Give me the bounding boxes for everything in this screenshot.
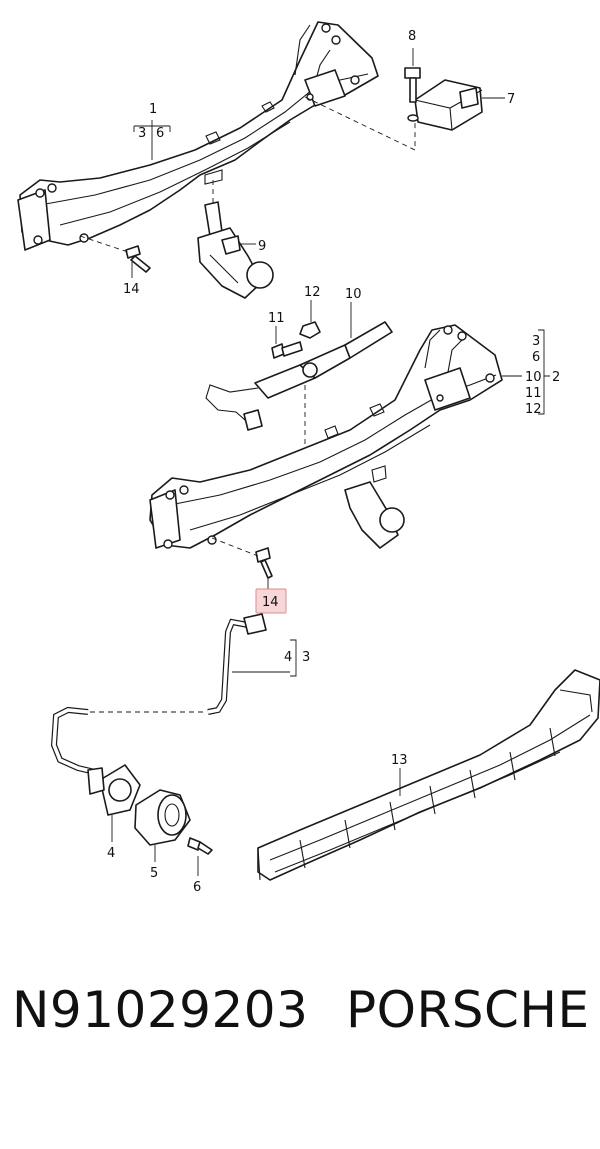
brand-name: PORSCHE (346, 981, 590, 1039)
callout-3-sub-4: 4 (284, 650, 292, 665)
part-number: N91029203 (12, 981, 309, 1039)
callout-4: 4 (107, 846, 115, 861)
bolt-14-middle (255, 547, 273, 579)
gas-strut-10 (254, 321, 393, 399)
highlight-box (255, 588, 287, 614)
callout-6: 6 (193, 880, 201, 895)
callout-13: 13 (391, 753, 408, 768)
callout-2: 2 (552, 370, 560, 385)
crossmember-middle (149, 324, 503, 549)
callout-1: 1 (149, 102, 157, 117)
tow-ball-9 (197, 201, 274, 299)
socket-plate-4 (87, 764, 141, 816)
callout-1-sub-a: 3 (138, 126, 146, 141)
socket-5 (134, 789, 191, 846)
callout-9: 9 (258, 239, 266, 254)
parts-diagram: 1 3 6 14 7 8 9 10 (17, 21, 600, 895)
callout-11: 11 (268, 311, 285, 326)
impact-absorber-13 (257, 669, 600, 881)
callout-3: 3 (302, 650, 310, 665)
bolt-14-top (125, 245, 151, 273)
callout-2-sub-11: 11 (525, 386, 542, 401)
control-module-7 (414, 79, 483, 131)
callout-1-sub-b: 6 (156, 126, 164, 141)
bolt-11 (271, 341, 303, 359)
crossmember-top (17, 21, 379, 251)
callout-2-sub-6: 6 (532, 350, 540, 365)
callout-5: 5 (150, 866, 158, 881)
screw-6 (187, 837, 213, 855)
callout-14-highlight: 14 (262, 595, 279, 610)
callout-7: 7 (507, 92, 515, 107)
footer: N91029203 PORSCHE (0, 975, 600, 1065)
nut-12 (299, 321, 321, 339)
callout-2-sub-3: 3 (532, 334, 540, 349)
callout-10: 10 (345, 287, 362, 302)
callout-2-sub-10: 10 (525, 370, 542, 385)
wiring-harness-3 (50, 613, 267, 775)
tow-ball-integrated (344, 481, 405, 549)
callout-12: 12 (304, 285, 321, 300)
callout-2-sub-12: 12 (525, 402, 542, 417)
callout-14-top: 14 (123, 282, 140, 297)
bolt-8 (404, 67, 421, 103)
callout-8: 8 (408, 29, 416, 44)
